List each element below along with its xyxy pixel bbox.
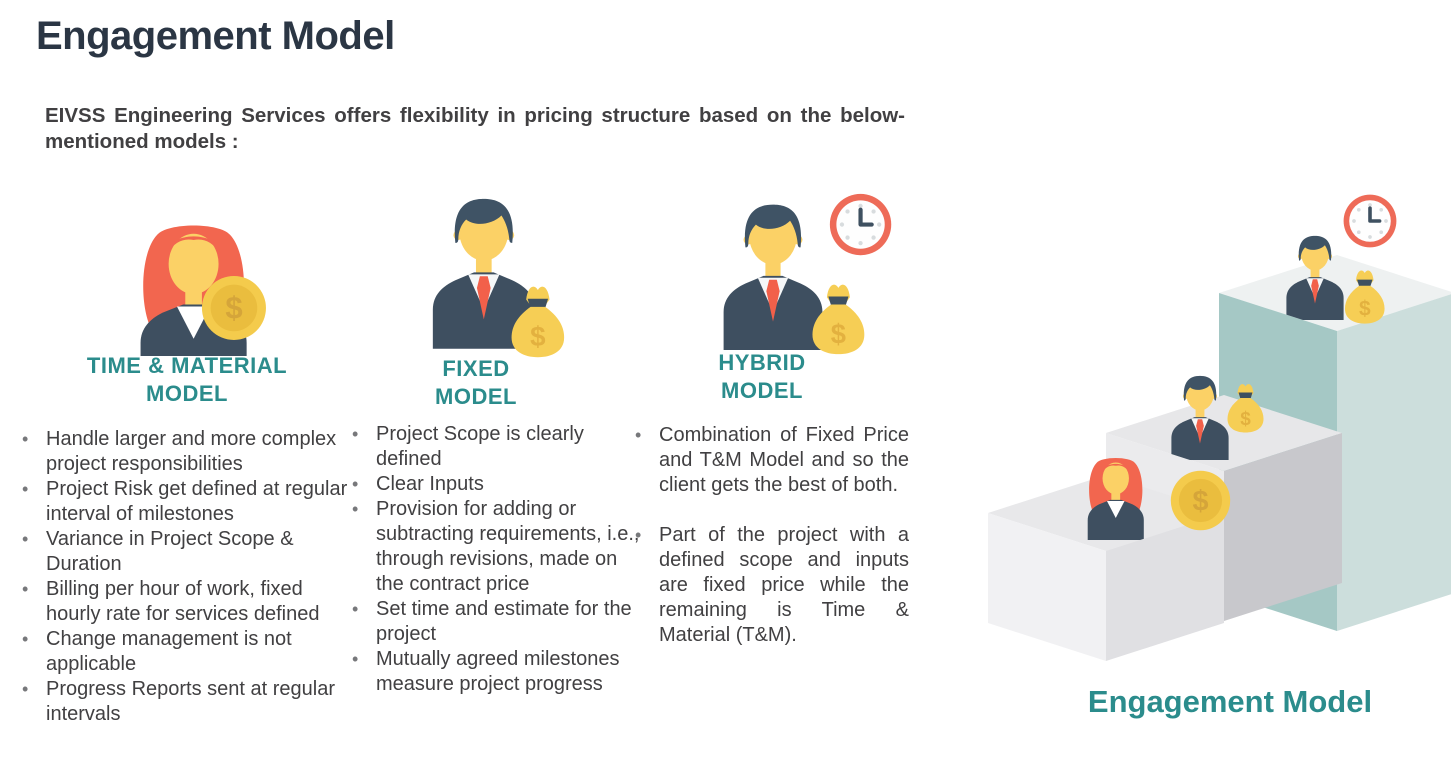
illustration-caption: Engagement Model	[1087, 684, 1373, 719]
column-title-time-material: TIME & MATERIAL MODEL	[86, 353, 288, 406]
page-title: Engagement Model	[36, 14, 395, 58]
intro-paragraph: EIVSS Engineering Services offers flexib…	[45, 104, 905, 153]
businesswoman-coin-icon	[140, 225, 266, 356]
list-item: Billing per hour of work, fixed hourly r…	[20, 577, 350, 627]
list-item: Combination of Fixed Price and T&M Model…	[633, 423, 909, 498]
bullet-list-hybrid: Combination of Fixed Price and T&M Model…	[633, 423, 909, 648]
list-item: Part of the project with a defined scope…	[633, 523, 909, 648]
list-item: Provision for adding or subtracting requ…	[350, 497, 642, 597]
list-item: Set time and estimate for the project	[350, 597, 642, 647]
list-item: Project Risk get defined at regular inte…	[20, 477, 350, 527]
staircase-illustration	[988, 192, 1451, 661]
bullet-list-time-material: Handle larger and more complex project r…	[20, 427, 350, 727]
bullet-list-fixed: Project Scope is clearly defined Clear I…	[350, 422, 642, 697]
list-item: Variance in Project Scope & Duration	[20, 527, 350, 577]
column-title-hybrid: HYBRID MODEL	[718, 350, 806, 403]
column-title-fixed: FIXED MODEL	[435, 356, 517, 409]
list-item: Handle larger and more complex project r…	[20, 427, 350, 477]
step-time-material	[988, 475, 1224, 661]
businessman-moneybag-icon	[432, 198, 565, 358]
businessman-moneybag-clock-icon	[723, 184, 905, 355]
list-item: Clear Inputs	[350, 472, 642, 497]
list-item: Change management is not applicable	[20, 627, 350, 677]
list-item: Progress Reports sent at regular interva…	[20, 677, 350, 727]
list-item: Project Scope is clearly defined	[350, 422, 642, 472]
list-item: Mutually agreed milestones measure proje…	[350, 647, 642, 697]
